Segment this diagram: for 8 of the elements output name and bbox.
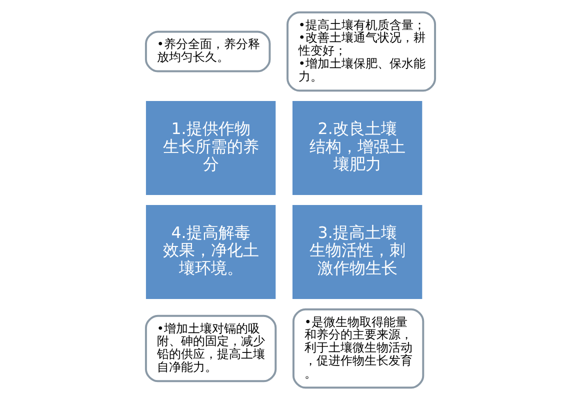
node-box: 3.提高土壤生物活性，刺激作物生长 (292, 204, 422, 299)
node-box: 4.提高解毒效果，净化土壤环境。 (145, 204, 276, 299)
node-box: 1.提供作物生长所需的养分 (145, 101, 276, 196)
node-box: •提高土壤有机质含量； •改善土壤通气状况，耕性变好； •增加土壤保肥、保水能力。 (286, 11, 436, 92)
node-box: •是微生物取得能量和养分的主要来源，利于土壤微生物活动，促进作物生长发育。 (292, 308, 424, 389)
node-box: •养分全面，养分释放均匀长久。 (144, 30, 270, 72)
node-box: 2.改良土壤结构，增强土壤肥力 (292, 101, 422, 196)
node-box: •增加土壤对镉的吸附、砷的固定，减少铅的供应，提高土壤自净能力。 (144, 314, 276, 382)
